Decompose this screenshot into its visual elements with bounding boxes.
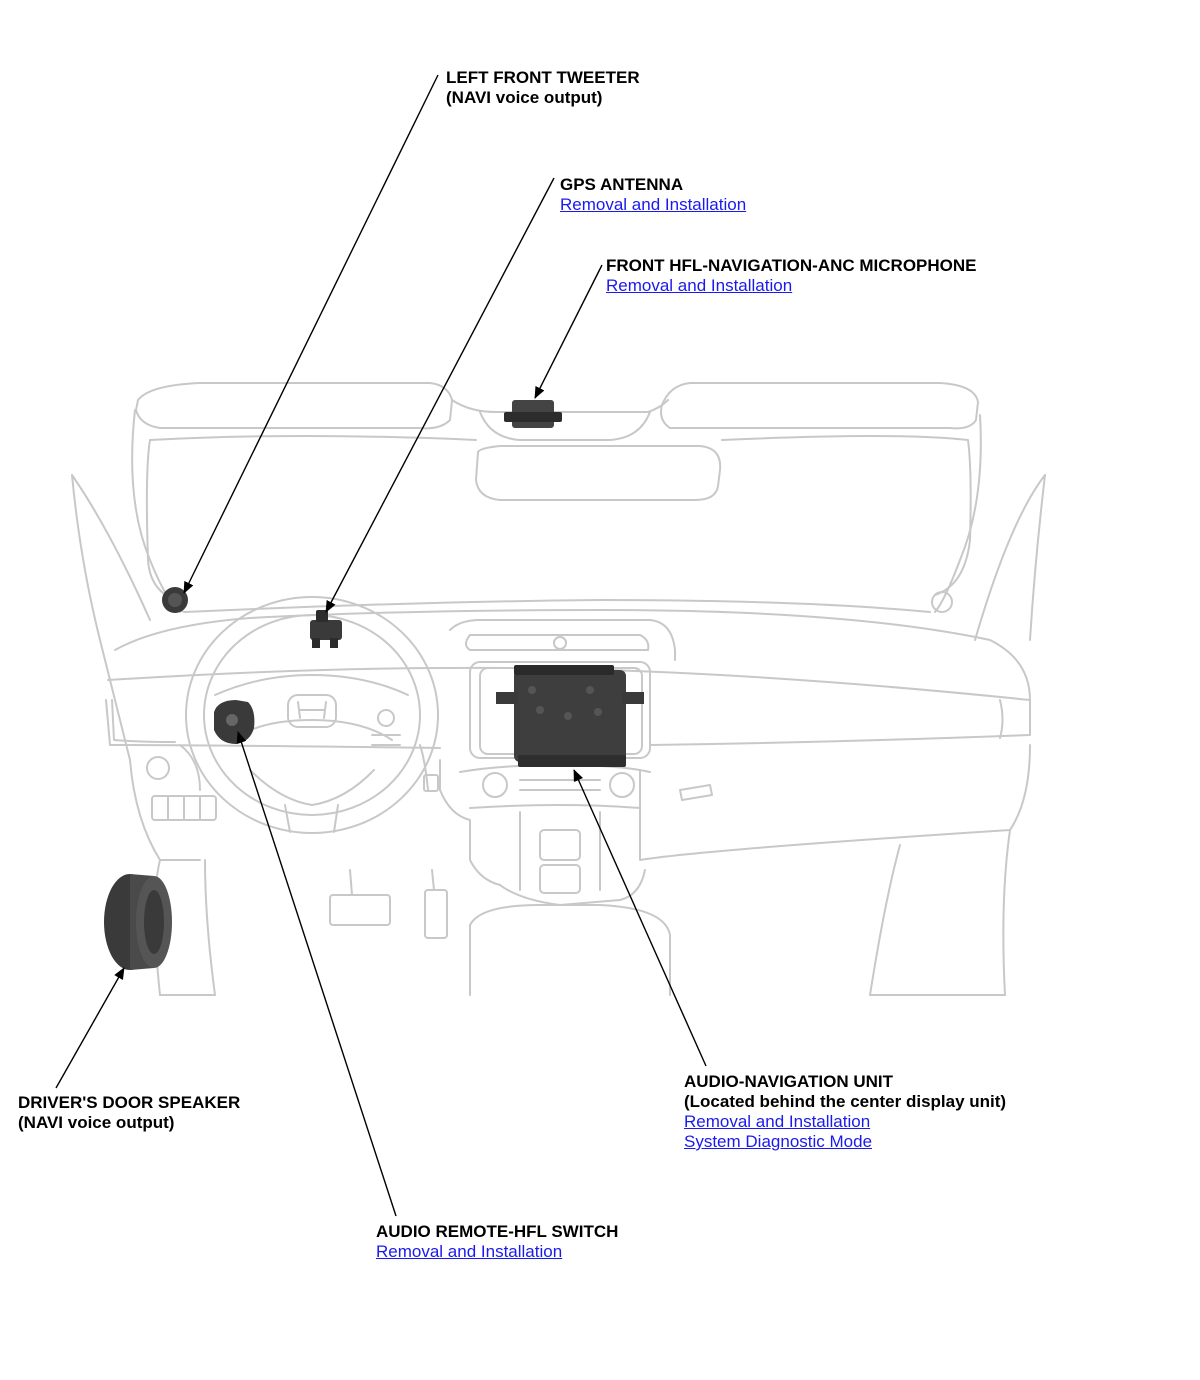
audio-navigation-unit-title: AUDIO-NAVIGATION UNIT (684, 1072, 894, 1091)
callout-drivers-door-speaker: DRIVER'S DOOR SPEAKER (NAVI voice output… (18, 1093, 240, 1133)
vehicle-outline (71, 382, 1046, 996)
gps-antenna-removal-link[interactable]: Removal and Installation (560, 195, 747, 214)
audio-navigation-unit-part (496, 665, 644, 767)
leader-audio-remote-switch (236, 731, 397, 1217)
front-microphone-part (504, 400, 562, 428)
front-microphone-title: FRONT HFL-NAVIGATION-ANC MICROPHONE (606, 256, 977, 275)
callout-gps-antenna: GPS ANTENNA Removal and Installation (560, 175, 746, 215)
leader-front-microphone (534, 264, 603, 399)
front-microphone-removal-link[interactable]: Removal and Installation (606, 276, 793, 295)
callout-left-front-tweeter: LEFT FRONT TWEETER (NAVI voice output) (446, 68, 640, 108)
audio-navigation-unit-removal-link[interactable]: Removal and Installation (684, 1112, 871, 1131)
drivers-door-speaker-subtitle: (NAVI voice output) (18, 1113, 175, 1132)
left-front-tweeter-subtitle: (NAVI voice output) (446, 88, 603, 107)
callout-audio-remote-hfl-switch: AUDIO REMOTE-HFL SWITCH Removal and Inst… (376, 1222, 618, 1262)
gps-antenna-part (310, 610, 342, 648)
callout-audio-navigation-unit: AUDIO-NAVIGATION UNIT (Located behind th… (684, 1072, 1006, 1152)
audio-remote-switch-part (214, 700, 255, 744)
audio-navigation-unit-diagnostic-link[interactable]: System Diagnostic Mode (684, 1132, 873, 1151)
leader-lines (55, 74, 707, 1217)
drivers-door-speaker-part (104, 874, 172, 970)
leader-drivers-door-speaker (55, 967, 125, 1089)
audio-remote-hfl-switch-title: AUDIO REMOTE-HFL SWITCH (376, 1222, 619, 1241)
leader-gps-antenna (325, 177, 555, 613)
leader-audio-navigation-unit (573, 769, 707, 1067)
audio-remote-hfl-switch-removal-link[interactable]: Removal and Installation (376, 1242, 563, 1261)
callout-front-microphone: FRONT HFL-NAVIGATION-ANC MICROPHONE Remo… (606, 256, 977, 296)
leader-left-front-tweeter (183, 74, 439, 594)
left-front-tweeter-title: LEFT FRONT TWEETER (446, 68, 640, 87)
drivers-door-speaker-title: DRIVER'S DOOR SPEAKER (18, 1093, 241, 1112)
left-front-tweeter-part (162, 587, 188, 613)
gps-antenna-title: GPS ANTENNA (560, 175, 684, 194)
audio-navigation-unit-subtitle: (Located behind the center display unit) (684, 1092, 1007, 1111)
